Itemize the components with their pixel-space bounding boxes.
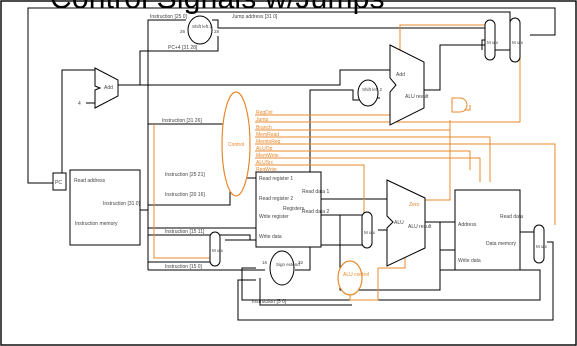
bits-26-label: 26	[180, 29, 186, 34]
label-instr-15-11: Instruction [15 11]	[165, 229, 205, 235]
shift-jump-label: Shift left 2	[192, 24, 213, 29]
control-label: Control	[228, 142, 244, 148]
constant-four: 4	[78, 101, 81, 107]
alu-control	[338, 261, 362, 295]
alu	[387, 180, 425, 266]
alu-label: ALU	[394, 220, 404, 226]
reg-write-register: Write register	[259, 214, 289, 220]
shift-branch-label: Shift left 2	[362, 87, 383, 92]
reg-read-register-1: Read register 1	[259, 176, 293, 182]
dmem-address: Address	[458, 222, 477, 228]
reg-read-register-2: Read register 2	[259, 196, 293, 202]
mux-memtoreg-label: M u x	[536, 244, 548, 249]
shift-left-2-jump	[188, 16, 212, 44]
mux-jump-label: M u x	[512, 40, 524, 45]
reg-read-data-2: Read data 2	[302, 209, 329, 215]
label-jump-address: Jump address [31 0]	[232, 14, 278, 20]
alu-zero: Zero	[409, 202, 420, 208]
alu-control-label: ALU control	[343, 272, 369, 278]
pc-label: PC	[55, 180, 62, 186]
signal-memtoreg: MemtoReg	[256, 139, 281, 145]
signal-aluop: ALUOp	[256, 146, 273, 152]
sign-extend-label: Sign extend	[276, 262, 300, 267]
signal-alusrc: ALUSrc	[256, 160, 274, 166]
reg-name: Registers	[283, 206, 305, 212]
signal-branch: Branch	[256, 125, 272, 131]
label-instr-31-26: Instruction [31 26]	[162, 118, 202, 124]
bits-28-label: 28	[214, 29, 220, 34]
signal-regdst: RegDst	[256, 110, 273, 116]
alu-result: ALU result	[408, 224, 432, 230]
label-instr-15-0: Instruction [15 0]	[165, 264, 203, 270]
label-instr-25-21: Instruction [25 21]	[165, 172, 205, 178]
mux-regdst-label: M u x	[212, 248, 224, 253]
control-signal-labels: RegDst Jump Branch MemRead MemtoReg ALUO…	[256, 110, 281, 173]
shift-left-2-branch	[358, 80, 378, 106]
bits-16-label: 16	[262, 260, 268, 265]
bits-32-label: 32	[298, 260, 304, 265]
pc-adder-label: Add	[104, 85, 113, 91]
imem-instruction-out: Instruction [31 0]	[103, 201, 141, 207]
signal-regwrite: RegWrite	[256, 167, 277, 173]
branch-adder-label: Add	[396, 72, 405, 78]
branch-adder	[390, 45, 424, 125]
label-pc4: PC+4 [31 28]	[168, 45, 198, 51]
dmem-write-data: Write data	[458, 258, 481, 264]
imem-name: Instruction memory	[75, 221, 118, 227]
dmem-name: Data memory	[486, 241, 517, 247]
mux-jump-branch-label: M u x	[487, 40, 499, 45]
branch-adder-result: ALU result	[405, 94, 429, 100]
branch-and-gate	[452, 98, 467, 112]
signal-jump: Jump	[256, 117, 268, 123]
label-instr-25-0-top: Instruction [25 0]	[150, 14, 188, 20]
mux-alusrc-label: M u x	[364, 230, 376, 235]
sign-extend	[270, 251, 294, 285]
signal-memwrite: MemWrite	[256, 153, 279, 159]
dmem-read-data: Read data	[500, 214, 523, 220]
reg-read-data-1: Read data 1	[302, 189, 329, 195]
reg-write-data: Write data	[259, 234, 282, 240]
signal-memread: MemRead	[256, 132, 279, 138]
imem-read-address: Read address	[74, 178, 106, 184]
label-instr-20-16: Instruction [20 16]	[165, 192, 205, 198]
label-instr-5-0: Instruction [5 0]	[252, 299, 287, 305]
